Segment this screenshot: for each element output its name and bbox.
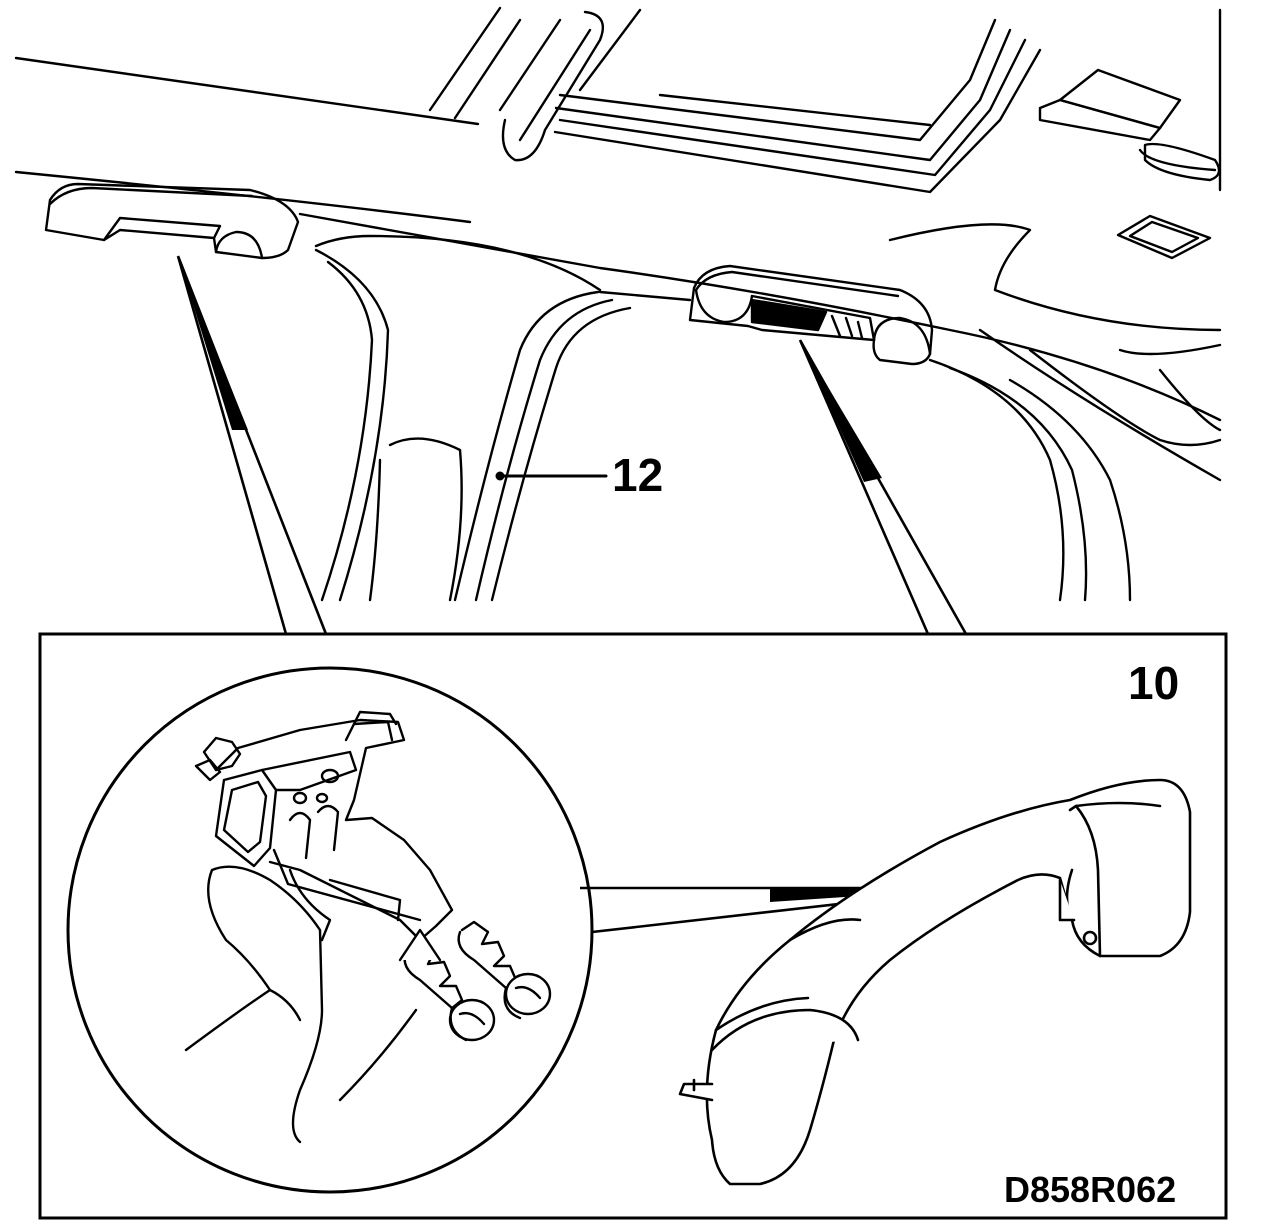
- roof-hatch: [430, 8, 640, 118]
- screw-2-shank: [459, 932, 506, 988]
- right-window-outer: [890, 224, 1220, 330]
- right-wedge-fill: [800, 340, 882, 482]
- clip-plate-inner: [224, 782, 266, 852]
- clip-rib-3: [330, 880, 400, 920]
- b-pillar-line-2: [1030, 350, 1220, 445]
- left-handle-body: [46, 184, 298, 258]
- leader-12-dot: [495, 471, 505, 481]
- screw-2-edge: [505, 988, 520, 1018]
- trim-panel-edge: [270, 990, 300, 1020]
- handle-rear-cap: [1076, 806, 1100, 956]
- right-door-rail-3: [1010, 380, 1130, 600]
- screw-2-slot: [516, 987, 540, 998]
- sunroof-side-panel-2: [1040, 100, 1160, 140]
- right-handle-clip-marks: [832, 316, 862, 338]
- interior-light: [1118, 216, 1210, 258]
- right-handle-rear-cap: [874, 318, 930, 354]
- right-handle-front-cap: [696, 290, 752, 322]
- screw-2-head: [506, 974, 550, 1014]
- screw-2-thread: [462, 922, 516, 988]
- b-pillar-line-4: [1160, 370, 1220, 430]
- handle-front-pin: [680, 1084, 712, 1100]
- clip-left-pin-2: [196, 760, 220, 780]
- clip-slot-1: [290, 813, 310, 858]
- right-door-rail-2: [950, 368, 1086, 600]
- left-seat-inner: [370, 460, 380, 600]
- right-door-rail: [930, 360, 1063, 600]
- interior-light-inner: [1130, 222, 1198, 252]
- sunroof-track-4: [560, 20, 995, 140]
- clip-hole-1: [322, 770, 338, 782]
- clip-rib-2: [290, 870, 330, 940]
- left-pillar-outer: [316, 250, 388, 600]
- magnified-detail: [68, 668, 592, 1192]
- door-seal-outer: [455, 292, 598, 600]
- b-pillar-line-3: [1120, 345, 1220, 354]
- left-handle-top: [50, 188, 252, 204]
- callout-label-10: 10: [1128, 657, 1180, 709]
- handle-rear-clip: [1060, 880, 1074, 920]
- roof-right-curve: [1140, 150, 1215, 170]
- clip-hole-3: [317, 794, 327, 802]
- left-door-frame-outer: [316, 236, 600, 290]
- sunroof-side-panel: [1060, 70, 1180, 128]
- left-handle-recess: [104, 218, 220, 240]
- right-handle-recess: [752, 296, 874, 340]
- clip-top-tab-2: [354, 722, 392, 740]
- left-wedge-fill: [178, 256, 248, 430]
- clip-spring: [262, 752, 356, 790]
- door-seal-inner: [476, 300, 612, 600]
- screw-1-slot: [460, 1013, 484, 1024]
- clip-slot-2: [318, 806, 338, 850]
- b-pillar-line-1: [980, 330, 1220, 480]
- handle-front-cap-edge: [716, 998, 808, 1030]
- grab-handle-part-10: [680, 780, 1190, 1184]
- roof-front-rail: [300, 214, 1220, 420]
- right-handle-top: [696, 272, 898, 296]
- roof-right-pill: [1145, 144, 1219, 180]
- detail-connector-wedges: [178, 256, 966, 634]
- sunroof-track-2: [560, 40, 1025, 175]
- clip-top-tab: [346, 712, 396, 740]
- headliner-edge-top: [16, 58, 478, 124]
- handle-rear-screw-hole: [1084, 932, 1096, 944]
- sunroof-frame-outer: [500, 20, 590, 140]
- right-handle-dark-recess: [752, 300, 826, 330]
- right-door-top: [600, 292, 690, 300]
- callout-label-12: 12: [612, 449, 664, 501]
- drawing-code: D858R062: [1004, 1169, 1177, 1210]
- clip-body: [216, 720, 452, 940]
- screw-1-edge: [451, 1008, 466, 1040]
- roof-interior-scene: [16, 8, 1220, 600]
- left-seat-outline: [390, 439, 462, 600]
- sunroof-rear-edge: [660, 95, 930, 125]
- left-handle-end: [216, 232, 262, 258]
- door-seal-inner-2: [492, 308, 630, 600]
- clip-left-pin: [204, 738, 240, 770]
- handle-top-ridge: [790, 919, 860, 940]
- sunroof-track-1: [556, 30, 1010, 160]
- magnifier-circle: [68, 668, 592, 1192]
- handle-rear-cap-line: [1070, 803, 1160, 810]
- insert-arrow: [400, 930, 440, 960]
- clip-rib-1: [274, 850, 420, 920]
- sunroof-bar-1: [503, 12, 603, 160]
- headliner-edge-mid: [16, 172, 470, 222]
- handle-front-cap-line: [712, 1010, 858, 1050]
- trim-panel-lower: [340, 1010, 416, 1100]
- sunroof-track-3: [555, 50, 1040, 192]
- clip-hole-2: [294, 793, 306, 803]
- left-pillar-inner: [322, 262, 372, 600]
